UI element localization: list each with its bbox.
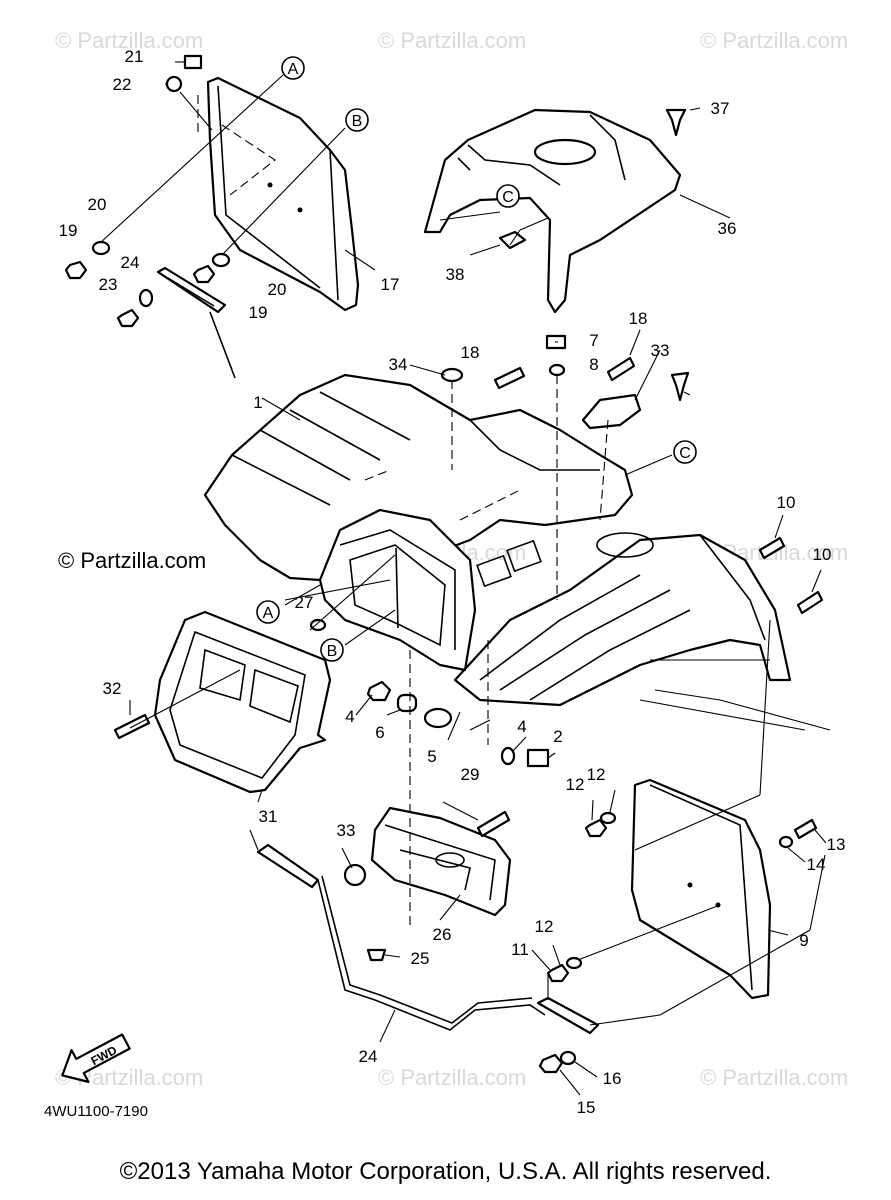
svg-text:A: A — [288, 61, 299, 78]
part-label: 6 — [375, 723, 384, 742]
part-label: 22 — [113, 75, 132, 94]
callout-b-headlight: B — [320, 638, 344, 662]
svg-text:A: A — [263, 605, 274, 622]
part-label: 13 — [827, 835, 846, 854]
part-label: 9 — [799, 931, 808, 950]
part-37-clip — [498, 230, 527, 250]
part-label: 18 — [629, 309, 648, 328]
part-label: 12 — [587, 765, 606, 784]
part-label: 4 — [345, 707, 354, 726]
part-label: 32 — [103, 679, 122, 698]
callout-a-headlight: A — [256, 600, 280, 624]
part-label: 19 — [249, 303, 268, 322]
part-label: 24 — [121, 253, 140, 272]
part-labels: 21 22 20 19 24 23 20 19 17 37 36 38 34 1… — [59, 47, 846, 1117]
part-label: 33 — [651, 341, 670, 360]
part-label: 17 — [381, 275, 400, 294]
part-label: 12 — [535, 917, 554, 936]
part-label: 10 — [813, 545, 832, 564]
watermark: © Partzilla.com — [378, 28, 526, 53]
part-label: 25 — [411, 949, 430, 968]
watermark: © Partzilla.com — [378, 1065, 526, 1090]
svg-text:B: B — [327, 643, 338, 660]
part-label: 14 — [807, 855, 826, 874]
callout-b-top: B — [345, 108, 369, 132]
part-label: 19 — [59, 221, 78, 240]
part-label: 24 — [359, 1047, 378, 1066]
part-25-bracket — [256, 843, 600, 1035]
part-label: 29 — [461, 765, 480, 784]
part-27-lower-panel — [370, 806, 512, 917]
watermark: © Partzilla.com — [55, 28, 203, 53]
part-label: 10 — [777, 493, 796, 512]
part-label: 7 — [589, 331, 598, 350]
part-label: 20 — [268, 280, 287, 299]
svg-text:C: C — [502, 189, 514, 206]
part-label: 11 — [511, 940, 529, 959]
part-17-mudflap — [206, 76, 360, 312]
part-label: 38 — [446, 265, 465, 284]
part-30-headlight-bezel — [153, 610, 332, 794]
part-label: 5 — [427, 747, 436, 766]
leader-lines — [99, 61, 831, 1096]
part-label: 33 — [337, 821, 356, 840]
part-label: 26 — [433, 925, 452, 944]
part-label: 16 — [603, 1069, 622, 1088]
part-label: 15 — [577, 1098, 596, 1117]
part-label: 2 — [553, 727, 562, 746]
part-label: 1 — [253, 393, 262, 412]
part-label: 36 — [718, 219, 737, 238]
part-label: 4 — [517, 717, 526, 736]
callout-c-fender: C — [673, 440, 697, 464]
part-9-mudflap — [630, 778, 772, 1000]
part-label: 31 — [259, 807, 278, 826]
watermark-dark: © Partzilla.com — [58, 548, 206, 573]
callouts: A B C C A B — [256, 56, 697, 662]
headlight-housing — [318, 508, 654, 672]
part-label: 20 — [88, 195, 107, 214]
part-1-front-fender — [203, 373, 634, 582]
svg-text:C: C — [679, 445, 691, 462]
fasteners — [64, 54, 824, 1074]
callout-a-top: A — [281, 56, 305, 80]
part-label: 12 — [566, 775, 585, 794]
part-label: 8 — [589, 355, 598, 374]
watermark: © Partzilla.com — [700, 1065, 848, 1090]
part-label: 34 — [389, 355, 408, 374]
callout-c-cover: C — [496, 184, 520, 208]
diagram-code: 4WU1100-7190 — [44, 1103, 148, 1120]
part-label: 18 — [461, 343, 480, 362]
part-label: 23 — [99, 275, 118, 294]
part-35-front-cover — [423, 108, 682, 314]
part-label: 21 — [125, 47, 144, 66]
part-label: 37 — [711, 99, 730, 118]
copyright-notice: ©2013 Yamaha Motor Corporation, U.S.A. A… — [119, 1158, 772, 1185]
watermark: © Partzilla.com — [700, 28, 848, 53]
svg-text:B: B — [352, 113, 363, 130]
part-label: 27 — [295, 593, 314, 612]
part-bracket-left — [156, 266, 236, 379]
